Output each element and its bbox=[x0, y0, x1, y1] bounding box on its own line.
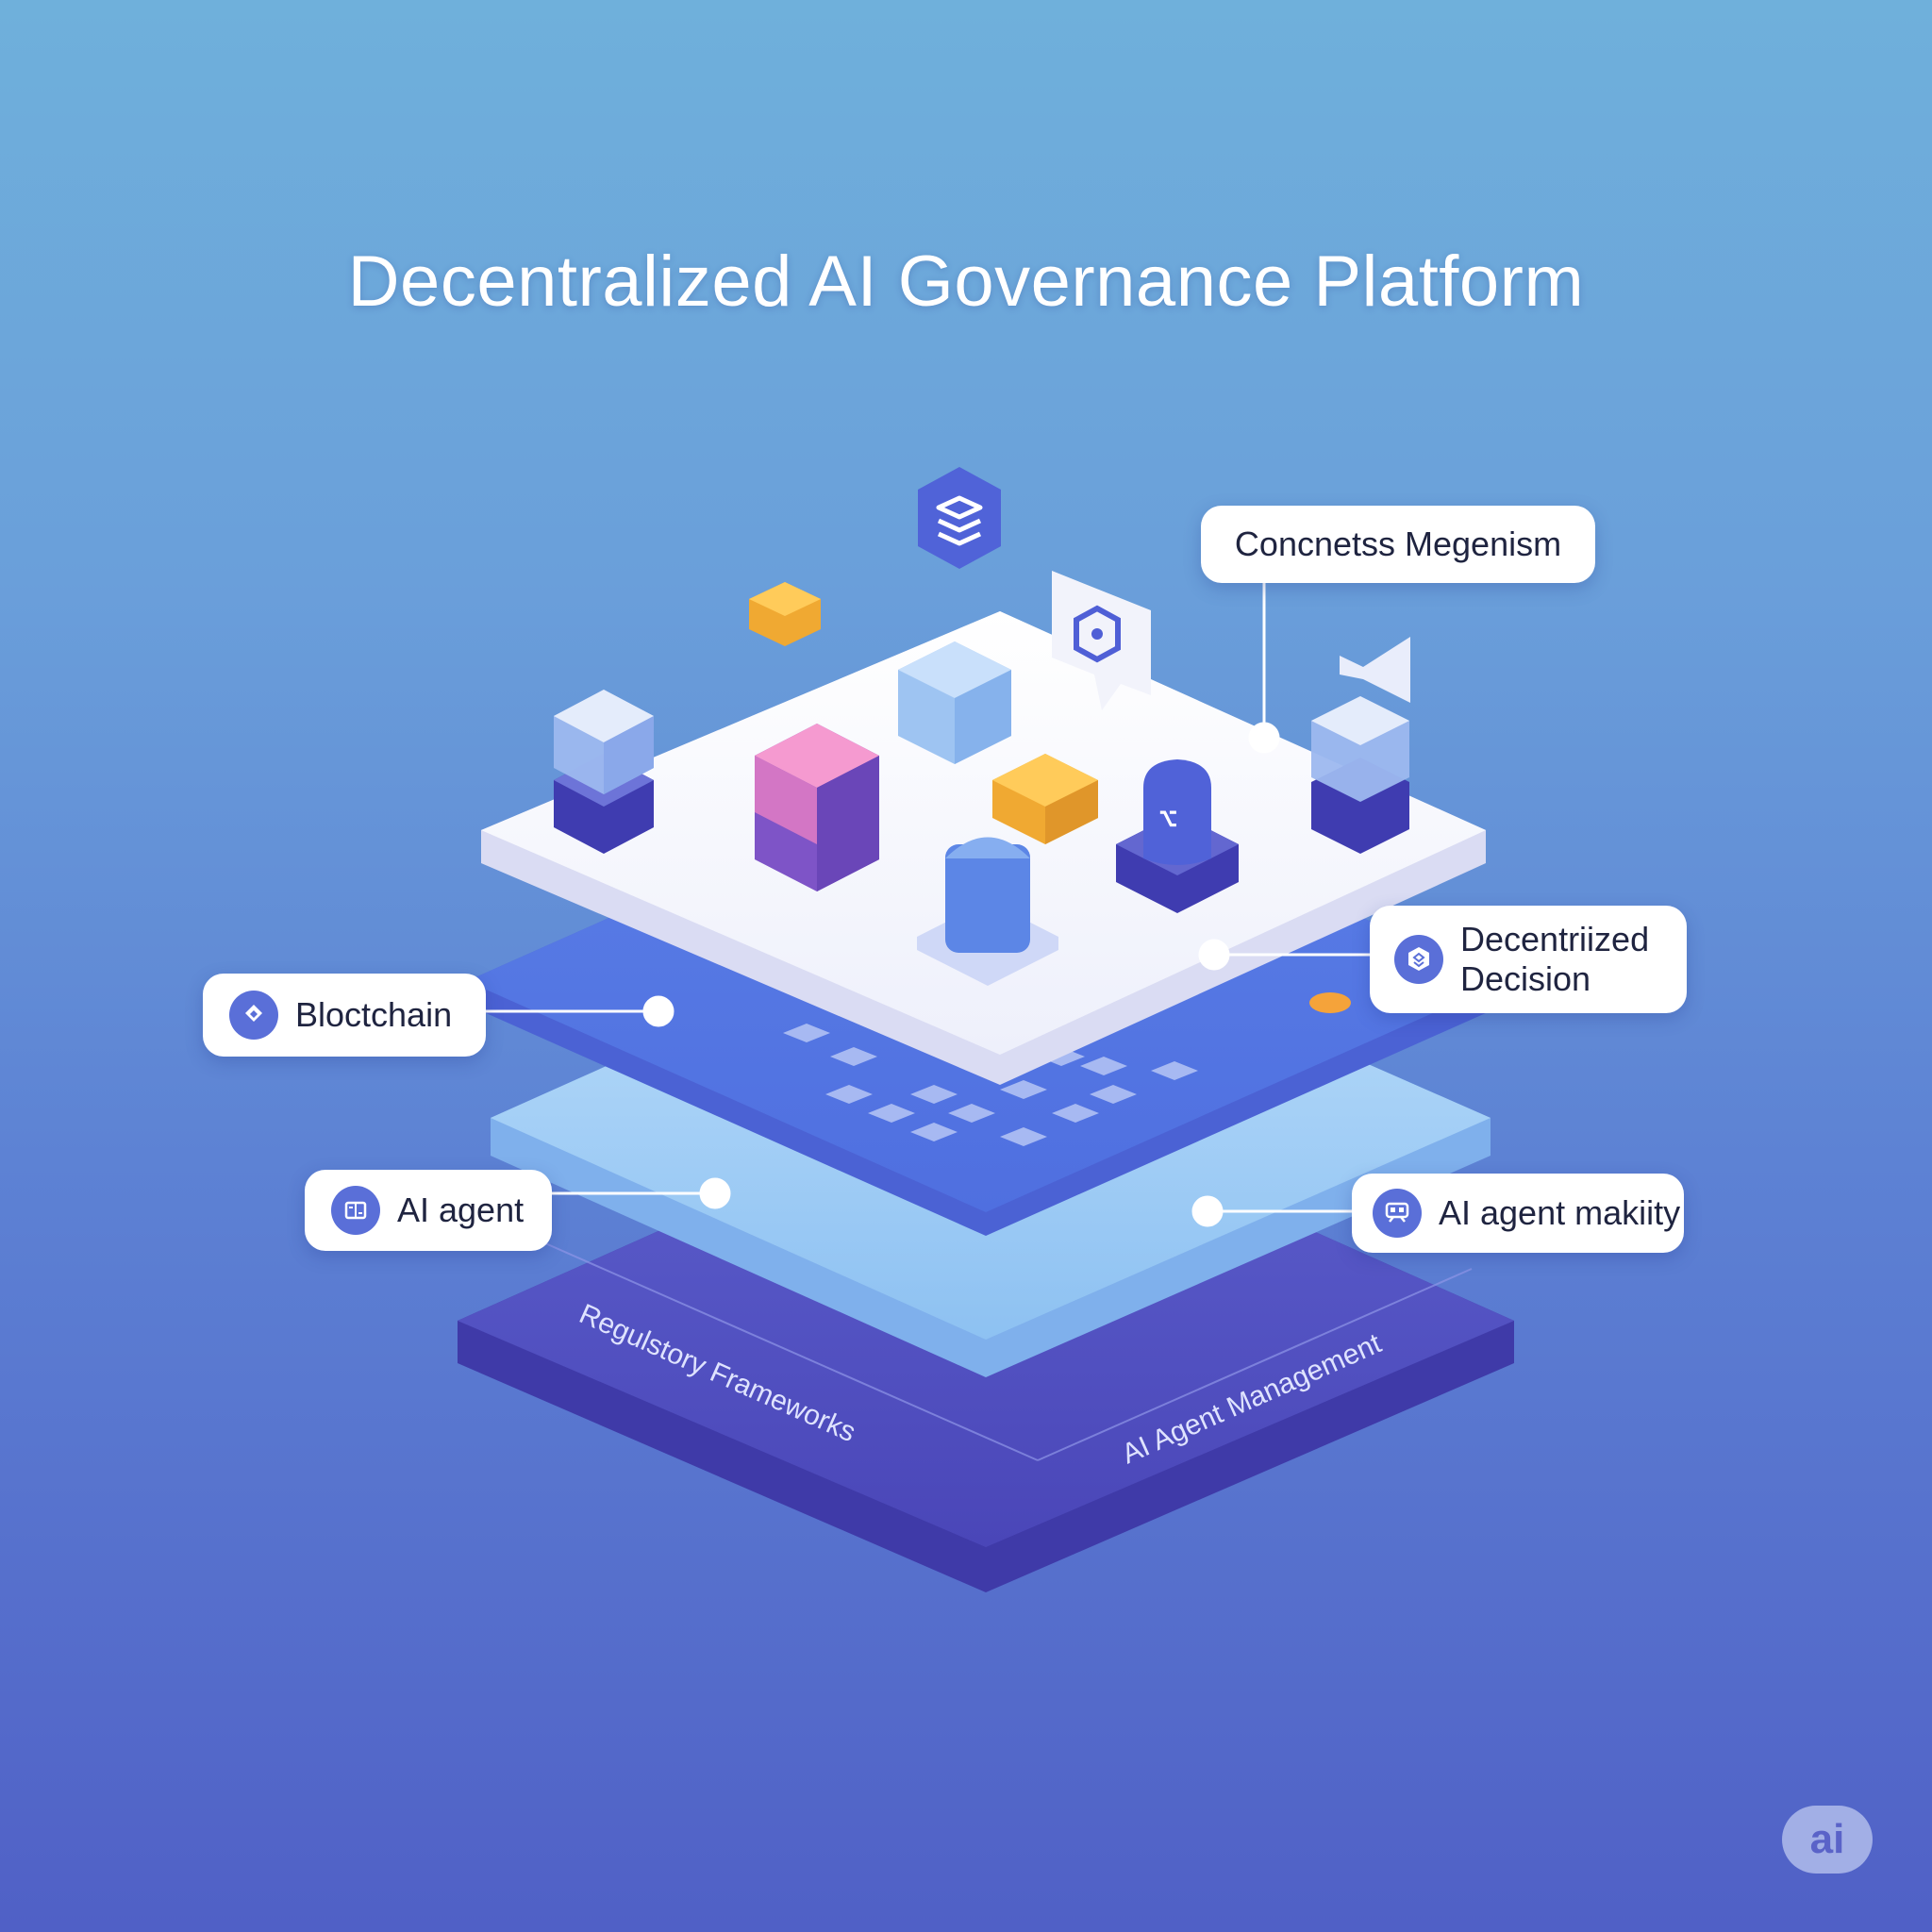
ai-agent-label: AI agent bbox=[397, 1191, 525, 1229]
cube-left-stack bbox=[554, 690, 654, 854]
cube-pink bbox=[755, 724, 879, 891]
floating-tag-card bbox=[1052, 571, 1151, 710]
status-dot bbox=[1309, 992, 1351, 1013]
floating-hex-icon bbox=[918, 467, 1001, 569]
circuit-glyph: ⌥ bbox=[1158, 805, 1177, 841]
ai-agent-makiity-label: AI agent makiity bbox=[1439, 1193, 1681, 1232]
connectors bbox=[486, 583, 1370, 1227]
page-title: Decentralized AI Governance Platform bbox=[347, 242, 1585, 322]
floating-orange-cube bbox=[749, 582, 821, 646]
blockchain-callout[interactable]: Bloctchain bbox=[203, 974, 486, 1057]
cube-light-blue bbox=[898, 641, 1011, 764]
blockchain-label: Bloctchain bbox=[295, 995, 453, 1034]
shield-icon bbox=[1394, 935, 1443, 984]
chip-icon bbox=[331, 1186, 380, 1235]
decentralized-decision-callout[interactable]: Decentriized Decision bbox=[1370, 906, 1687, 1013]
agent-icon bbox=[1373, 1189, 1422, 1238]
ai-chip-block: ⌥ bbox=[1116, 759, 1239, 913]
cube-orange bbox=[992, 754, 1098, 844]
consensus-mechanism-label: Concnetss Megenism bbox=[1234, 525, 1562, 563]
consensus-mechanism-callout[interactable]: Concnetss Megenism bbox=[1201, 506, 1595, 583]
blockchain-icon bbox=[229, 991, 278, 1040]
decision-label-line2: Decision bbox=[1460, 959, 1591, 998]
ai-agent-makiity-callout[interactable]: AI agent makiity bbox=[1352, 1174, 1684, 1253]
ai-agent-callout[interactable]: AI agent bbox=[305, 1170, 552, 1251]
pillar-blue bbox=[917, 837, 1058, 986]
decision-label-line1: Decentriized bbox=[1460, 920, 1650, 958]
chip-grid bbox=[783, 1024, 1198, 1146]
cube-right-stack bbox=[1311, 637, 1410, 854]
ai-logo-badge: ai bbox=[1782, 1806, 1873, 1874]
